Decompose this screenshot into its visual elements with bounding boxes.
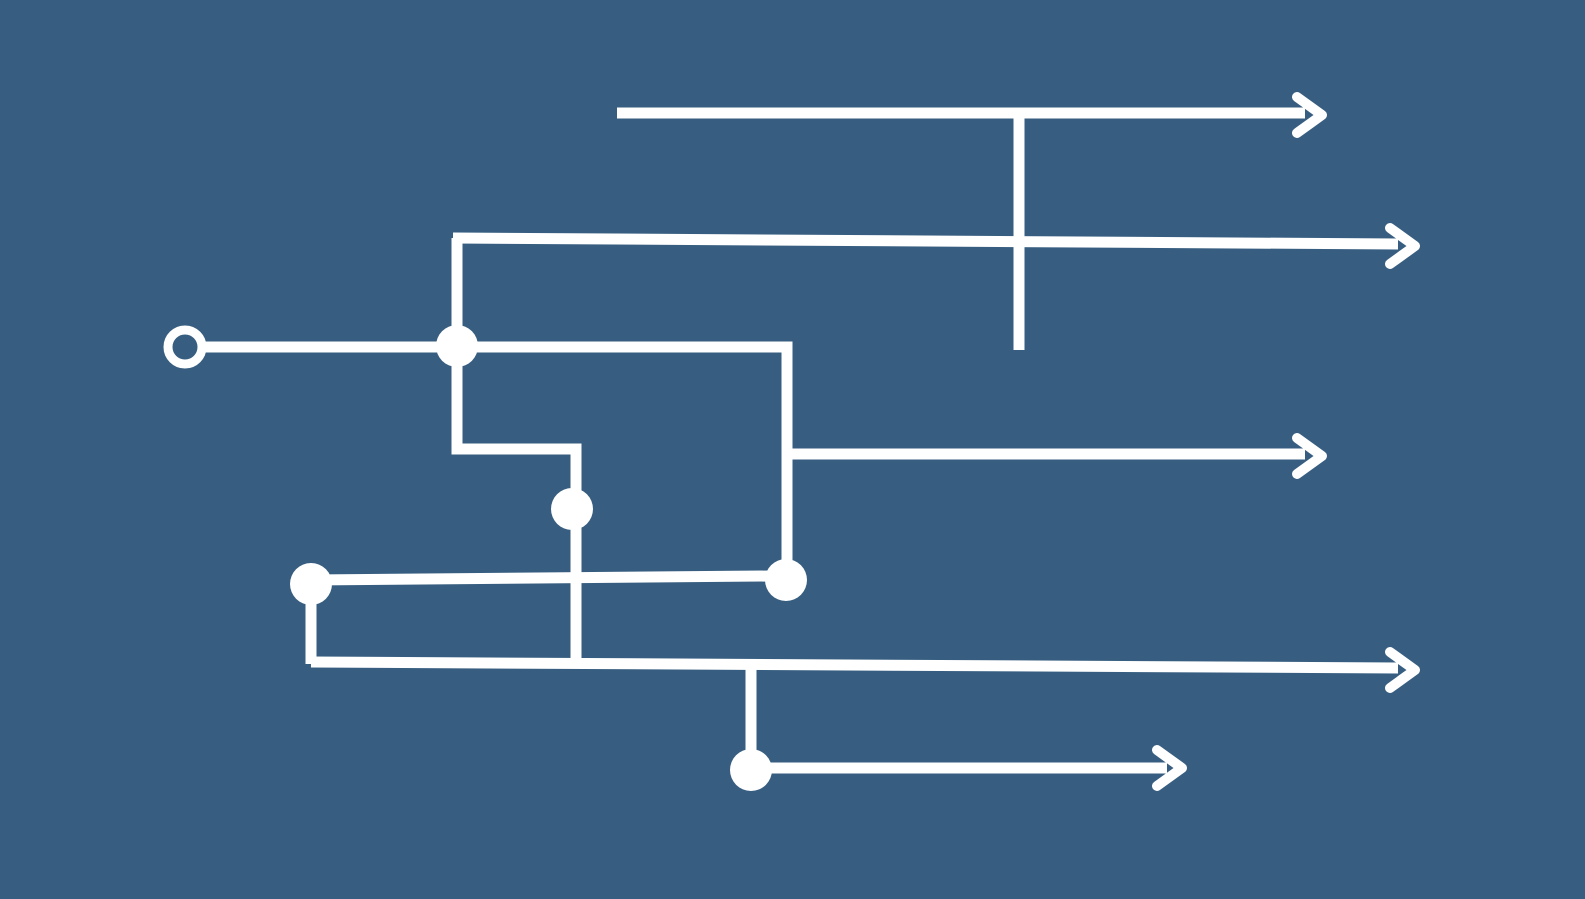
connector-line <box>452 232 1399 250</box>
arrow-head-icon <box>1292 92 1327 138</box>
junction-node-icon <box>730 749 772 791</box>
junction-node-icon <box>290 563 332 605</box>
arrow-head-icon <box>1292 433 1327 479</box>
arrow-head-icon <box>1152 745 1187 791</box>
junction-node-icon <box>765 559 807 601</box>
start-node-icon <box>163 325 207 369</box>
arrow-head-icon <box>1385 647 1420 693</box>
connector-line <box>310 570 771 586</box>
junction-node-icon <box>551 488 593 530</box>
junction-node-icon <box>436 325 478 367</box>
connector-line <box>203 341 793 578</box>
arrow-head-icon <box>1385 223 1420 269</box>
connector-line <box>310 656 1399 674</box>
